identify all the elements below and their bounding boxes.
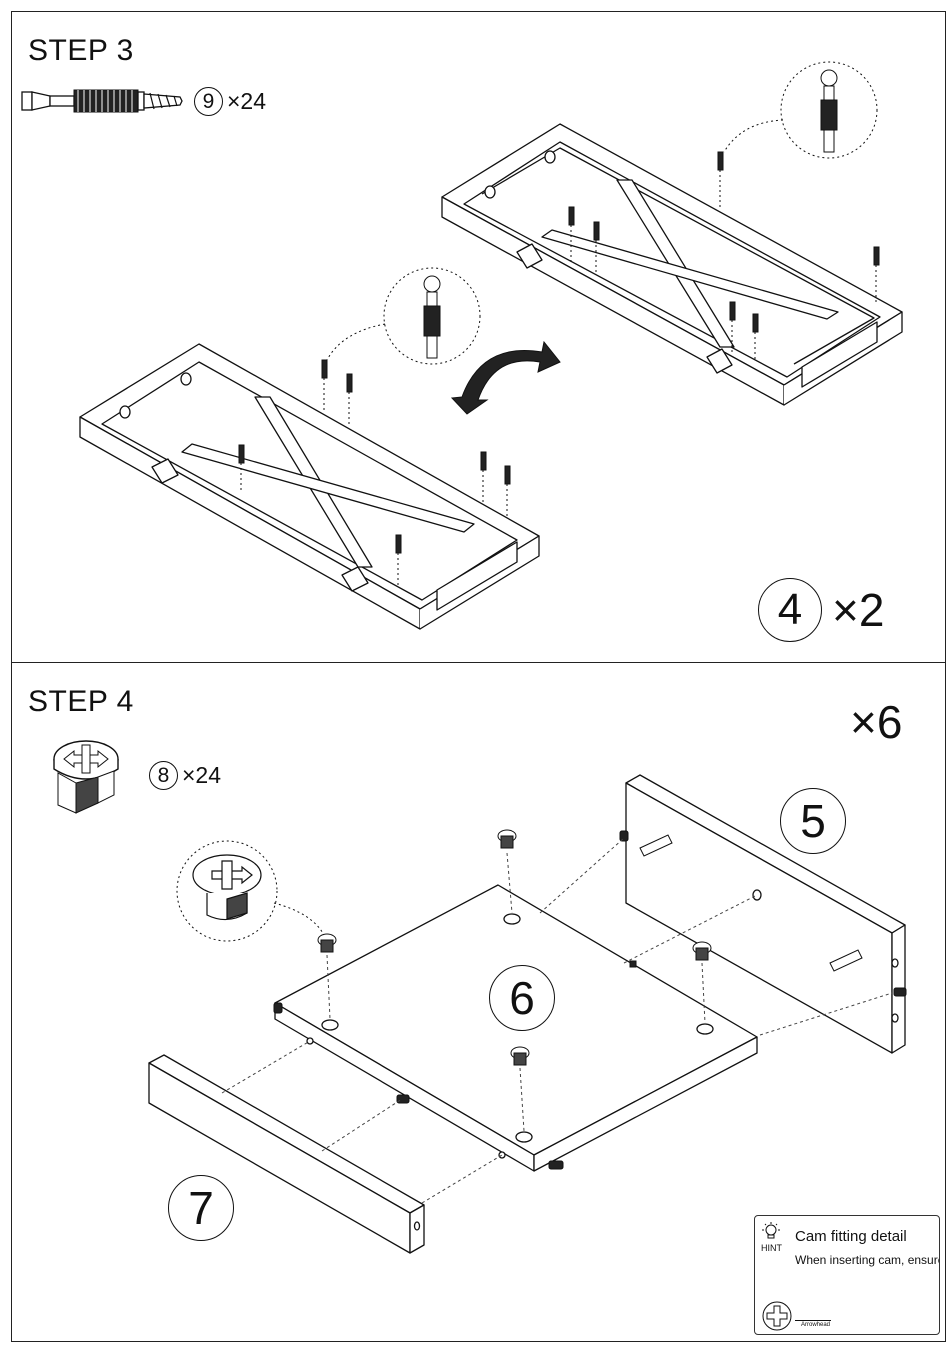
assembly-quantity: ×2: [832, 583, 884, 637]
cam-arrowhead-icon: [761, 1300, 795, 1332]
hint-title: Cam fitting detail: [795, 1228, 907, 1245]
part-7-badge: 7: [168, 1175, 234, 1241]
part-5-badge: 5: [780, 788, 846, 854]
hint-box: HINT Cam fitting detail When inserting c…: [754, 1215, 940, 1335]
part-4-badge: 4: [758, 578, 822, 642]
arrowhead-leader: [795, 1320, 831, 1321]
step-3-assembly-count: 4 ×2: [758, 578, 884, 642]
flip-arrow-icon: [452, 342, 560, 414]
hint-text: When inserting cam, ensure: [795, 1253, 940, 1267]
arrowhead-label: Arrowhead: [801, 1322, 830, 1328]
part-6-badge: 6: [489, 965, 555, 1031]
step-3-drawing: [12, 12, 947, 664]
hint-badge: HINT: [761, 1243, 782, 1253]
step-4-panel: STEP 4 8 ×24 ×6: [11, 662, 946, 1342]
step-3-panel: STEP 3 9 ×24: [11, 11, 946, 663]
lightbulb-icon: [759, 1222, 783, 1242]
